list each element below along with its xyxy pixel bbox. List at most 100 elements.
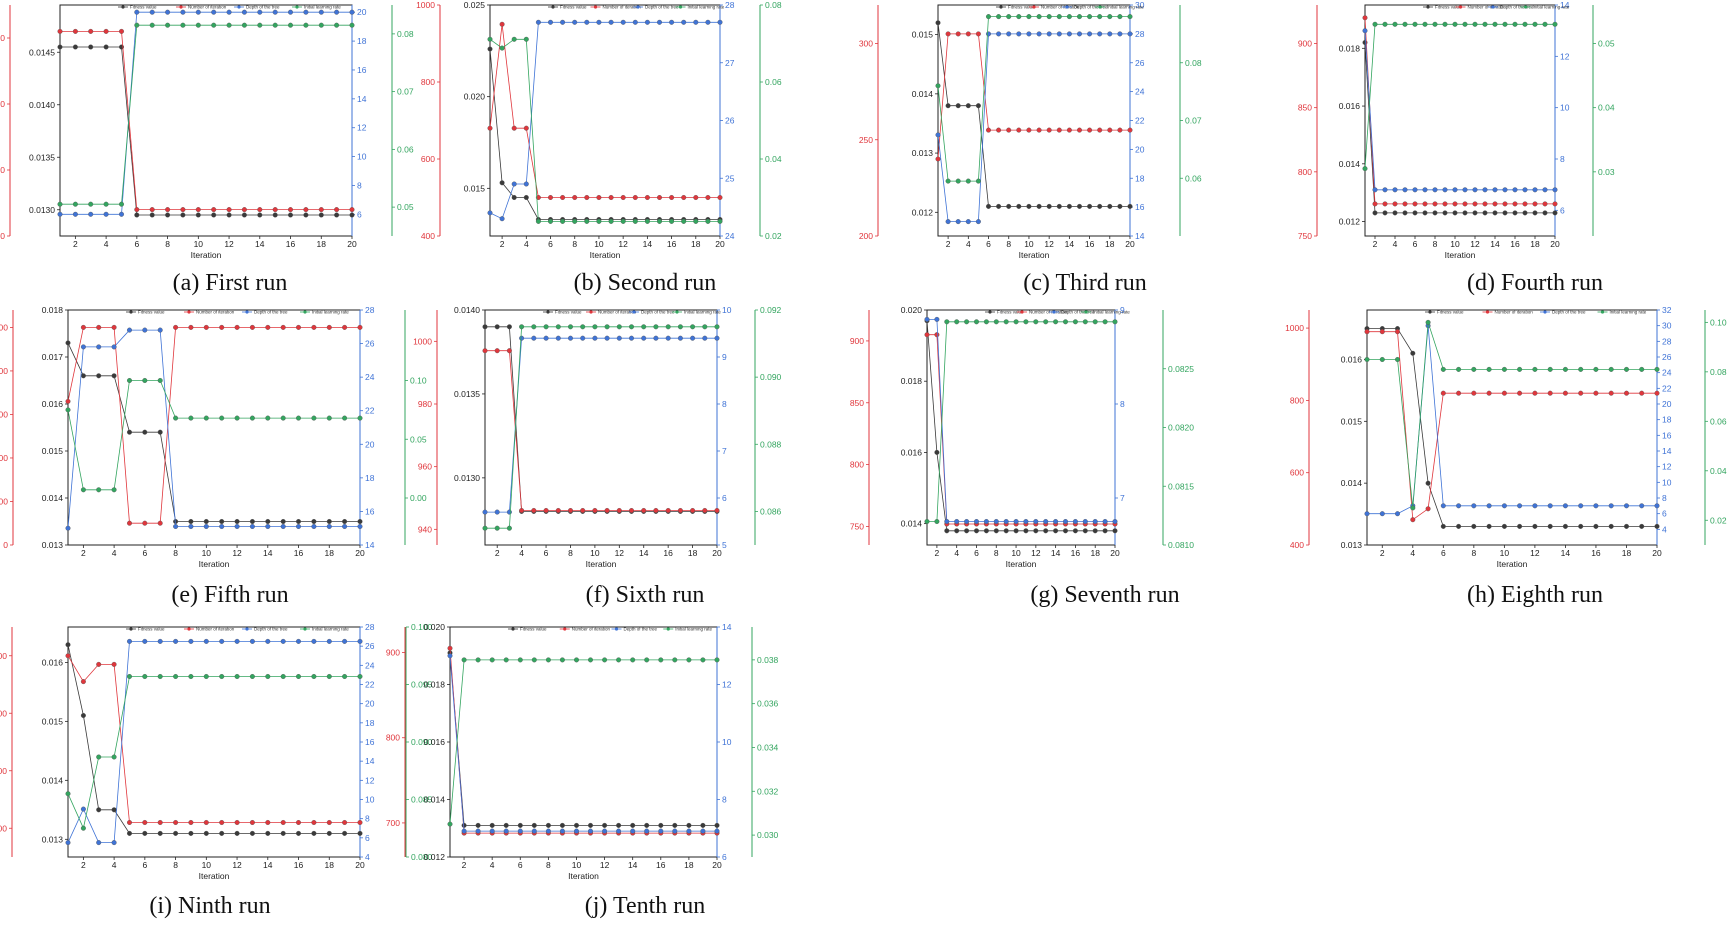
data-point-initial-learning-rate — [555, 324, 561, 330]
data-point-fitness-value — [955, 103, 961, 109]
left-y-axis-tick-label: 0.0140 — [29, 100, 55, 110]
data-point-number-of-iteration — [934, 332, 940, 338]
data-point-initial-learning-rate — [714, 657, 720, 663]
right-y-axis-tick-label: 28 — [1662, 336, 1672, 346]
data-point-initial-learning-rate — [1412, 21, 1418, 27]
data-point-number-of-iteration — [1547, 390, 1553, 396]
x-tick-label: 2 — [935, 548, 940, 558]
data-point-number-of-iteration — [342, 819, 348, 825]
data-point-initial-learning-rate — [1062, 319, 1068, 325]
data-point-initial-learning-rate — [632, 218, 638, 224]
data-point-depth-of-the-tree — [955, 219, 961, 225]
legend-marker-fitness-value — [129, 310, 133, 314]
data-point-fitness-value — [126, 830, 132, 836]
legend-label-depth-of-the-tree: Depth of the tree — [1552, 310, 1586, 315]
x-tick-label: 18 — [317, 239, 327, 249]
data-point-fitness-value — [318, 212, 324, 218]
x-tick-label: 20 — [347, 239, 357, 249]
data-point-initial-learning-rate — [487, 36, 493, 42]
x-tick-label: 16 — [294, 860, 304, 870]
data-point-fitness-value — [142, 830, 148, 836]
data-point-initial-learning-rate — [620, 218, 626, 224]
data-point-fitness-value — [954, 528, 960, 534]
data-point-depth-of-the-tree — [241, 9, 247, 15]
right-outer-y-axis-tick-label: 0.036 — [757, 699, 779, 709]
left-y-axis-tick-label: 0.013 — [1341, 540, 1363, 550]
left-y-axis-tick-label: 0.0140 — [454, 305, 480, 315]
legend-label-fitness-value: Fitness value — [130, 5, 157, 10]
data-point-initial-learning-rate — [543, 324, 549, 330]
left-y-axis-tick-label: 0.015 — [912, 30, 934, 40]
data-point-depth-of-the-tree — [96, 840, 102, 846]
x-tick-label: 18 — [1622, 548, 1632, 558]
data-point-number-of-iteration — [88, 28, 94, 34]
data-point-depth-of-the-tree — [1512, 187, 1518, 193]
legend-marker-fitness-value — [546, 310, 550, 314]
data-point-fitness-value — [475, 822, 481, 828]
right-y-axis-tick-label: 28 — [365, 622, 375, 632]
data-point-fitness-value — [241, 212, 247, 218]
right-y-axis-tick-label: 10 — [357, 152, 367, 162]
data-point-number-of-iteration — [165, 207, 171, 213]
right-outer-y-axis-tick-label: 0.086 — [760, 506, 782, 516]
data-point-depth-of-the-tree — [686, 828, 692, 834]
legend-marker-fitness-value — [1426, 5, 1430, 9]
data-point-fitness-value — [249, 518, 255, 524]
data-point-fitness-value — [334, 212, 340, 218]
right-outer-y-axis-tick-label: 0.08 — [1710, 367, 1727, 377]
data-point-depth-of-the-tree — [945, 219, 951, 225]
data-point-depth-of-the-tree — [349, 9, 355, 15]
right-outer-y-axis-tick-label: 0.04 — [765, 154, 782, 164]
data-point-depth-of-the-tree — [103, 211, 109, 217]
data-point-fitness-value — [1076, 203, 1082, 209]
data-point-fitness-value — [1046, 203, 1052, 209]
data-point-initial-learning-rate — [126, 674, 132, 680]
data-point-number-of-iteration — [326, 324, 332, 330]
data-point-number-of-iteration — [288, 207, 294, 213]
x-tick-label: 20 — [1652, 548, 1662, 558]
data-point-number-of-iteration — [1410, 517, 1416, 523]
data-point-number-of-iteration — [511, 125, 517, 131]
data-point-fitness-value — [357, 518, 363, 524]
right-y-axis-tick-label: 9 — [1120, 305, 1125, 315]
data-point-number-of-iteration — [632, 194, 638, 200]
data-point-depth-of-the-tree — [1006, 31, 1012, 37]
data-point-depth-of-the-tree — [1440, 503, 1446, 509]
data-point-fitness-value — [973, 528, 979, 534]
data-point-number-of-iteration — [1006, 127, 1012, 133]
left-y-axis-tick-label: 0.0145 — [29, 47, 55, 57]
data-point-initial-learning-rate — [1003, 319, 1009, 325]
legend-label-initial-learning-rate: Initial learning rate — [312, 627, 349, 632]
data-point-depth-of-the-tree — [1472, 187, 1478, 193]
data-point-fitness-value — [57, 44, 63, 50]
left-outer-y-axis-tick-label: 980 — [418, 399, 432, 409]
data-point-number-of-iteration — [665, 507, 671, 513]
data-point-number-of-iteration — [96, 661, 102, 667]
data-point-initial-learning-rate — [1127, 14, 1133, 20]
left-y-axis-tick-label: 0.017 — [42, 352, 64, 362]
data-point-depth-of-the-tree — [134, 9, 140, 15]
data-point-number-of-iteration — [195, 207, 201, 213]
data-point-depth-of-the-tree — [1033, 518, 1039, 524]
series-line-depth-of-the-tree — [927, 318, 1115, 522]
data-point-initial-learning-rate — [602, 657, 608, 663]
data-point-initial-learning-rate — [686, 657, 692, 663]
left-y-axis-tick-label: 0.014 — [42, 775, 64, 785]
series-line-fitness-value — [67, 342, 360, 522]
data-point-number-of-iteration — [1362, 15, 1368, 21]
right-outer-y-axis-tick-label: 0.05 — [1598, 39, 1615, 49]
x-tick-label: 18 — [325, 860, 335, 870]
right-y-axis-tick-label: 10 — [722, 305, 732, 315]
data-point-depth-of-the-tree — [126, 638, 132, 644]
x-tick-label: 16 — [663, 548, 673, 558]
data-point-number-of-iteration — [1654, 390, 1660, 396]
data-point-initial-learning-rate — [241, 22, 247, 28]
data-point-number-of-iteration — [1562, 390, 1568, 396]
data-point-depth-of-the-tree — [1562, 503, 1568, 509]
right-outer-y-axis-tick-label: 0.10 — [1710, 317, 1727, 327]
left-outer-y-axis-tick-label: 800 — [0, 708, 7, 718]
x-tick-label: 20 — [1110, 548, 1120, 558]
data-point-number-of-iteration — [592, 507, 598, 513]
data-point-depth-of-the-tree — [357, 638, 363, 644]
